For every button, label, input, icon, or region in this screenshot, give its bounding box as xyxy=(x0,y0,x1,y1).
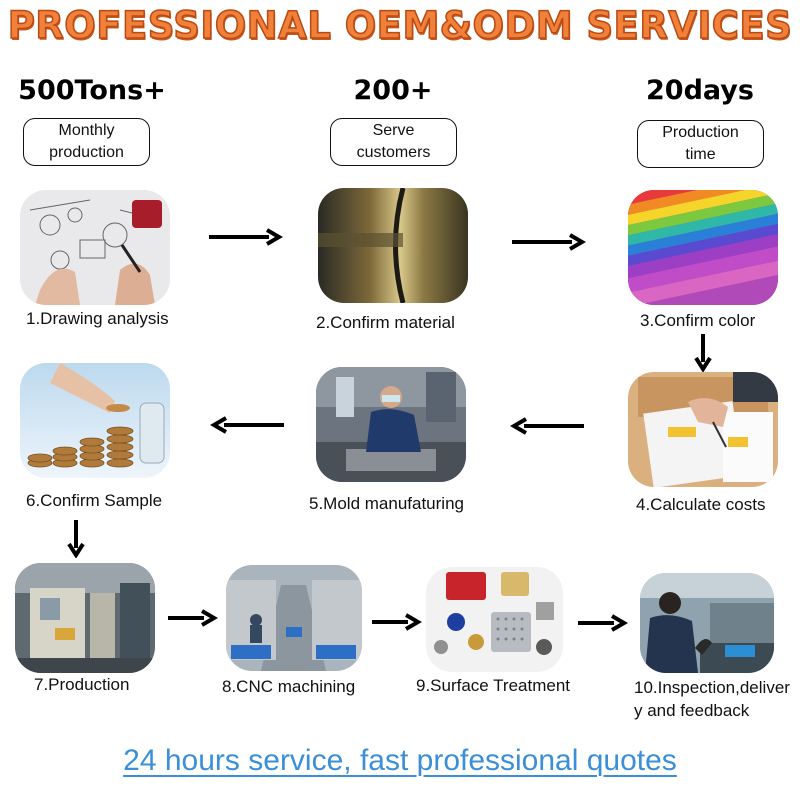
page-title: PROFESSIONAL OEM&ODM SERVICES xyxy=(7,3,793,48)
step-4-label: 4.Calculate costs xyxy=(636,495,766,514)
production-photo xyxy=(15,563,155,673)
confirm-color-photo xyxy=(628,190,778,305)
step-2-label: 2.Confirm material xyxy=(316,313,455,332)
stat-value-time: 20days xyxy=(646,75,754,106)
arrow-right-icon xyxy=(576,614,628,632)
arrow-down-icon xyxy=(693,332,713,372)
quote-link[interactable]: 24 hours service, fast professional quot… xyxy=(123,744,677,777)
stat-box-time: Production time xyxy=(637,120,764,168)
confirm-material-photo xyxy=(318,188,468,303)
calculate-costs-photo xyxy=(628,372,778,487)
arrow-right-icon xyxy=(207,228,283,246)
arrow-right-icon xyxy=(510,233,586,251)
stat-box-monthly: Monthly production xyxy=(23,118,150,166)
step-7-label: 7.Production xyxy=(34,675,130,694)
arrow-right-icon xyxy=(166,609,218,627)
step-8-label: 8.CNC machining xyxy=(222,677,356,696)
inspection-photo xyxy=(640,573,774,673)
step-10-label: 10.Inspection,delivery and feedback xyxy=(634,678,790,720)
arrow-left-icon xyxy=(510,417,586,435)
arrow-right-icon xyxy=(370,613,422,631)
step-6-label: 6.Confirm Sample xyxy=(26,491,163,510)
step-3-label: 3.Confirm color xyxy=(640,311,756,330)
step-5-label: 5.Mold manufaturing xyxy=(309,494,464,513)
stat-value-customers: 200+ xyxy=(353,75,433,106)
step-9-label: 9.Surface Treatment xyxy=(416,676,571,695)
mold-manufacturing-photo xyxy=(316,367,466,482)
stat-box-customers: Serve customers xyxy=(330,118,457,166)
drawing-analysis-photo xyxy=(20,190,170,305)
arrow-down-icon xyxy=(66,518,86,558)
arrow-left-icon xyxy=(210,416,286,434)
step-1-label: 1.Drawing analysis xyxy=(26,309,169,328)
stat-value-monthly: 500Tons+ xyxy=(18,75,166,106)
surface-treatment-photo xyxy=(426,567,563,672)
confirm-sample-photo xyxy=(20,363,170,478)
cnc-machining-photo xyxy=(226,565,362,671)
